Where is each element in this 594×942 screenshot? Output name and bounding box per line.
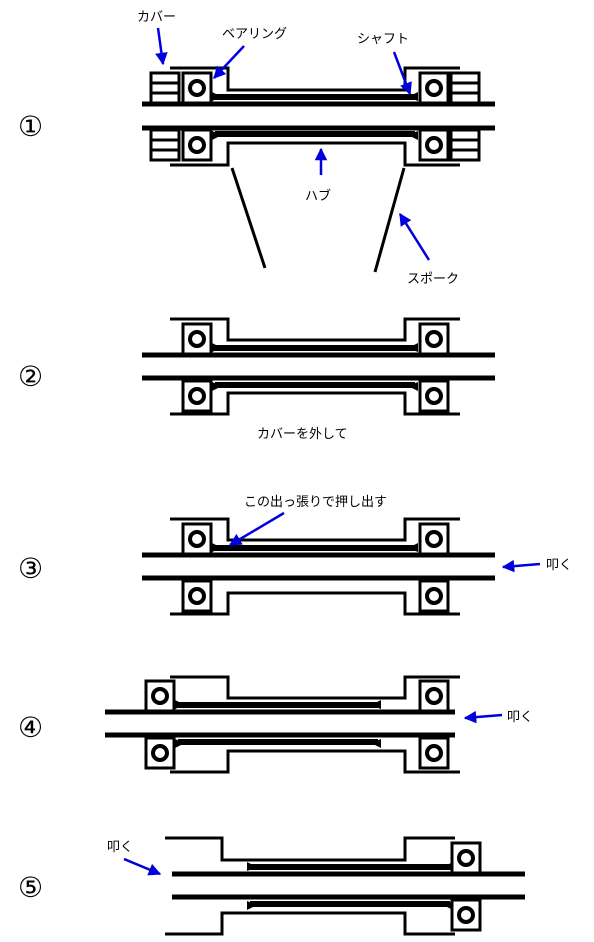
label-hub: ハブ bbox=[305, 188, 331, 204]
step-number-2: ② bbox=[18, 360, 43, 393]
bearing-icon bbox=[144, 679, 450, 770]
arrow-shaft bbox=[392, 51, 412, 96]
cover-icon bbox=[149, 71, 481, 162]
label-bearing: ベアリング bbox=[222, 27, 287, 42]
label-shaft: シャフト bbox=[357, 32, 409, 47]
step-number-5: ⑤ bbox=[18, 871, 43, 904]
arrow-tap-4 bbox=[463, 710, 503, 724]
label-tap-4: 叩く bbox=[507, 710, 533, 725]
step-number-1: ① bbox=[18, 110, 43, 143]
arrow-cover bbox=[155, 27, 168, 66]
arrow-push-out bbox=[228, 511, 285, 547]
label-tap-5: 叩く bbox=[107, 840, 133, 855]
arrow-bearing bbox=[213, 45, 245, 79]
step-number-3: ③ bbox=[18, 552, 43, 585]
arrow-spoke bbox=[398, 212, 431, 261]
label-tap-3: 叩く bbox=[546, 558, 572, 573]
bearing-icon bbox=[450, 841, 482, 932]
bearing-icon bbox=[181, 71, 450, 162]
label-cover: カバー bbox=[137, 10, 176, 25]
label-spoke: スポーク bbox=[407, 272, 459, 287]
label-remove-cover: カバーを外して bbox=[257, 427, 348, 442]
step-number-4: ④ bbox=[18, 711, 43, 744]
arrow-tap-3 bbox=[501, 559, 541, 573]
bearing-icon bbox=[181, 522, 450, 613]
label-push-out: この出っ張りで押し出す bbox=[244, 495, 387, 510]
arrow-tap-5 bbox=[123, 857, 162, 876]
bearing-icon bbox=[181, 322, 450, 413]
